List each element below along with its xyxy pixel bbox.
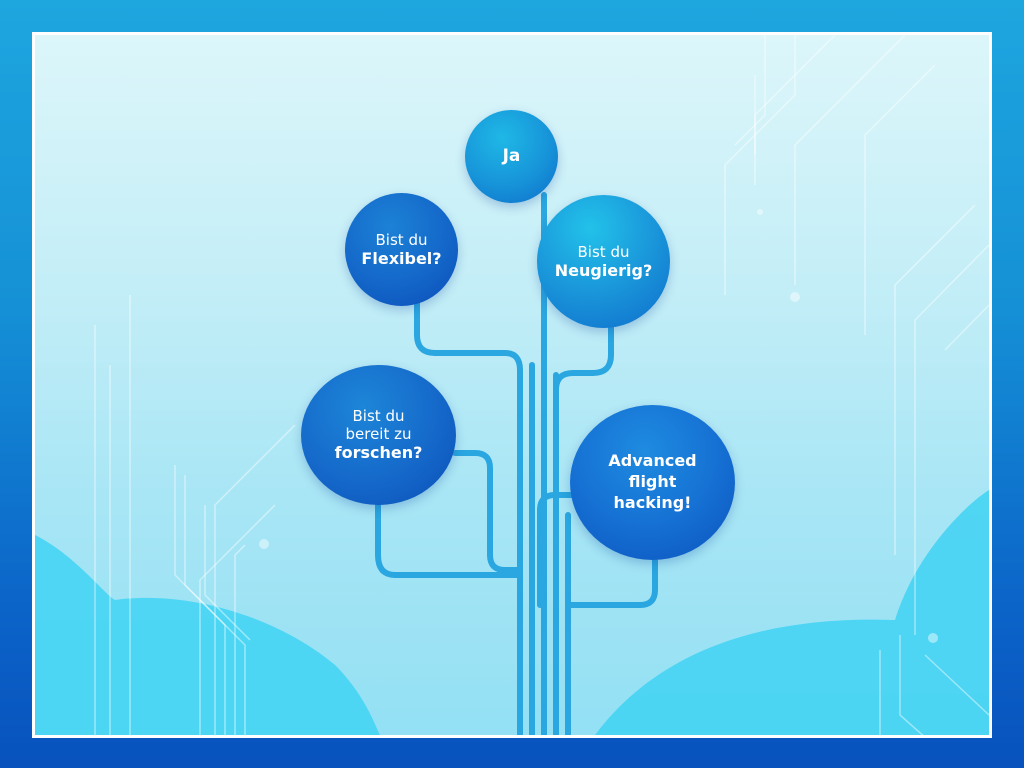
node-forschen-label: forschen? xyxy=(334,443,423,463)
cloud-right xyxy=(595,490,989,735)
node-neugierig: Bist du Neugierig? xyxy=(537,195,670,328)
circuit-dots xyxy=(259,209,938,643)
node-neugierig-label: Neugierig? xyxy=(554,260,653,280)
background-art xyxy=(35,35,989,735)
cloud-left xyxy=(35,535,380,735)
node-flexibel-label: Flexibel? xyxy=(361,248,442,268)
node-advanced-line-1: Advanced xyxy=(608,451,697,471)
node-forschen-question-2: bereit zu xyxy=(345,425,412,444)
node-forschen-question-1: Bist du xyxy=(352,407,405,426)
node-flexibel-question: Bist du xyxy=(375,230,428,249)
node-neugierig-question: Bist du xyxy=(577,242,630,261)
node-flexibel: Bist du Flexibel? xyxy=(345,193,458,306)
circuit-lines xyxy=(94,35,989,735)
node-forschen: Bist du bereit zu forschen? xyxy=(301,365,456,505)
diagram-panel: Ja Bist du Flexibel? Bist du Neugierig? … xyxy=(32,32,992,738)
node-advanced-line-3: hacking! xyxy=(613,492,692,512)
node-advanced-flight-hacking: Advanced flight hacking! xyxy=(570,405,735,560)
connector-pipes xyxy=(375,192,658,735)
node-ja-label: Ja xyxy=(502,146,521,167)
node-ja: Ja xyxy=(465,110,558,203)
node-advanced-line-2: flight xyxy=(628,472,677,492)
